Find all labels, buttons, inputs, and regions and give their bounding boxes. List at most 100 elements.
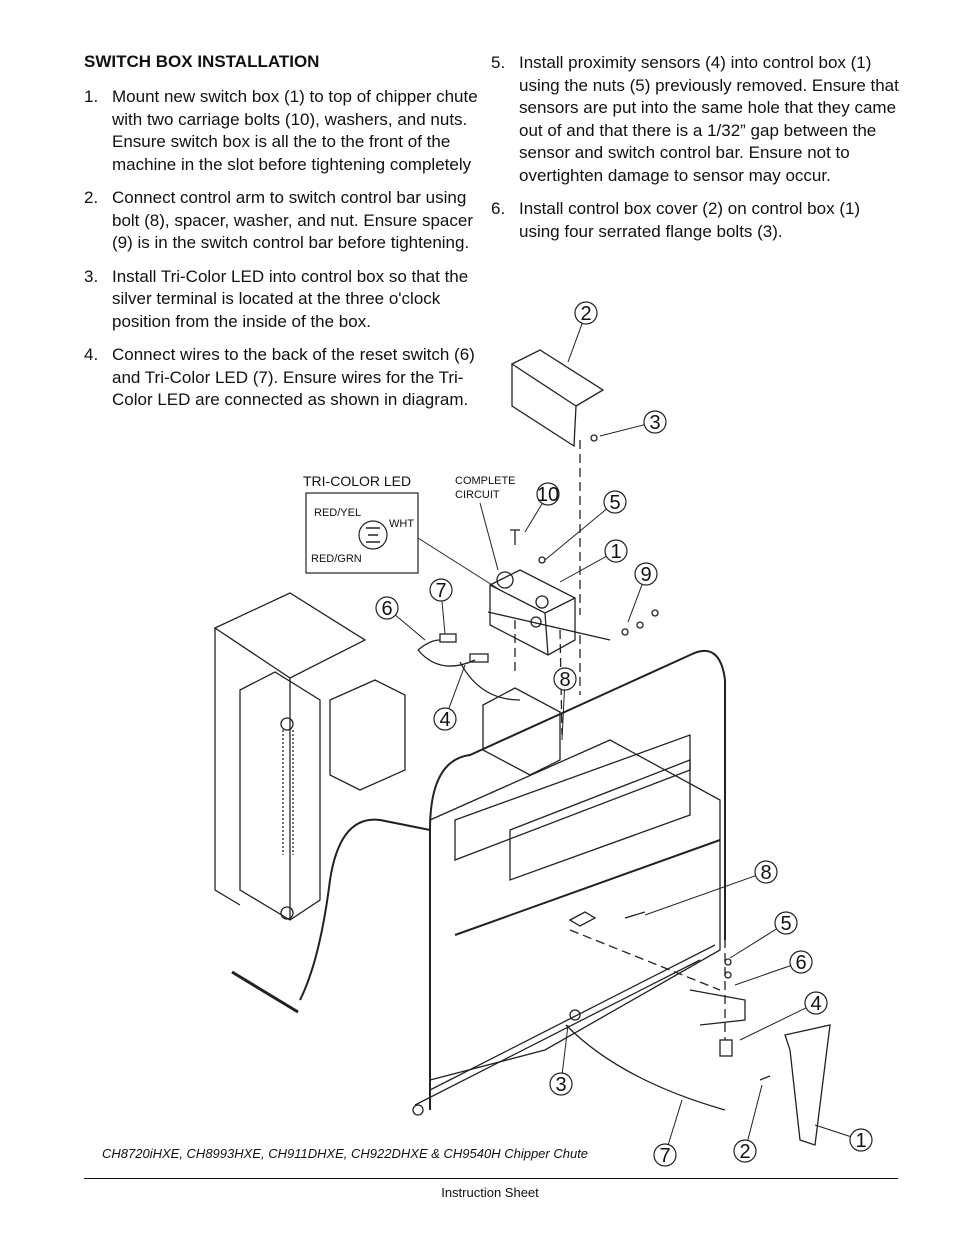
page-heading: SWITCH BOX INSTALLATION [84, 52, 320, 71]
callout-circle [574, 301, 598, 325]
callout-17: 2 [733, 1084, 763, 1163]
callout-circle [553, 667, 577, 691]
footer-label: Instruction Sheet [441, 1185, 539, 1200]
callout-number: 2 [739, 1141, 750, 1163]
footer-rule [84, 1178, 898, 1179]
nut [538, 556, 546, 564]
led-label-red-yel: RED/YEL [314, 507, 361, 519]
callout-9: 8 [553, 667, 577, 741]
callout-circle [549, 1072, 573, 1096]
callout-circle [733, 1139, 757, 1163]
complete-circuit-label: CIRCUIT [455, 489, 500, 501]
step-text: Install Tri-Color LED into control box s… [112, 266, 469, 331]
model-caption: CH8720iHXE, CH8993HXE, CH911DHXE, CH922D… [102, 1146, 589, 1161]
control-arm [784, 1024, 831, 1146]
callout-number: 6 [795, 952, 806, 974]
step-6: 6.Install control box cover (2) on contr… [491, 198, 903, 243]
callout-number: 6 [381, 598, 392, 620]
step-5: 5. Install proximity sensors (4) into con… [491, 52, 903, 187]
callout-leader [559, 555, 607, 583]
callout-number: 9 [640, 564, 651, 586]
callout-12: 5 [729, 911, 798, 959]
callout-circle [375, 596, 399, 620]
callout-circle [536, 482, 560, 506]
callout-leader [524, 503, 543, 533]
callout-leader [561, 689, 565, 741]
bail-crossbar [454, 839, 721, 936]
callout-leader [814, 1124, 851, 1138]
nut-5 [724, 958, 732, 966]
callout-circle [433, 707, 457, 731]
callout-leader [747, 1084, 763, 1141]
step-4: 4.Connect wires to the back of the reset… [84, 344, 488, 412]
callout-number: 4 [439, 709, 450, 731]
callout-circle [653, 1143, 677, 1167]
step-number: 4. [84, 345, 99, 364]
callout-number: 7 [435, 580, 446, 602]
cover-edge [575, 389, 604, 407]
step-text: Install control box cover (2) on control… [519, 199, 861, 241]
callout-10: 4 [433, 664, 466, 731]
switch-box-edges [489, 584, 576, 656]
callout-number: 10 [537, 484, 559, 506]
callout-number: 4 [810, 993, 821, 1015]
callout-leader [734, 965, 791, 986]
callout-leader [448, 664, 466, 709]
bail-bar-right [429, 649, 726, 940]
callout-circle [604, 539, 628, 563]
callout-3: 10 [524, 482, 560, 533]
hinge-bolt [569, 1009, 581, 1021]
callout-circle [634, 562, 658, 586]
callout-18: 7 [653, 1099, 683, 1167]
led-label-red-grn: RED/GRN [311, 553, 362, 565]
callout-5: 1 [559, 539, 628, 583]
callout-16: 1 [814, 1124, 873, 1152]
callout-circle [804, 991, 828, 1015]
washer [621, 628, 629, 636]
callout-leader [395, 614, 426, 641]
callout-leader [561, 1024, 569, 1074]
step-2: 2.Connect control arm to switch control … [84, 187, 488, 255]
led-inset-frame [305, 492, 419, 574]
callout-1: 2 [567, 301, 598, 363]
cover-side [511, 364, 577, 448]
step-number: 5. [491, 53, 506, 72]
diagram-artwork [213, 349, 831, 1146]
connector [439, 633, 457, 643]
callout-circle [643, 410, 667, 434]
callout-number: 7 [659, 1145, 670, 1167]
housing-top [213, 592, 367, 679]
callout-circle [429, 578, 453, 602]
sensor-hole [535, 595, 549, 609]
callout-leader [644, 875, 756, 916]
led-label-wht: WHT [389, 518, 414, 530]
callout-13: 6 [734, 950, 813, 986]
spring-eyelet [280, 717, 294, 731]
callout-leader [599, 424, 645, 437]
callout-leader [567, 323, 583, 363]
led-terminals [366, 527, 380, 543]
assembly-line [569, 929, 721, 991]
led-symbol [358, 520, 388, 550]
callout-leader [729, 928, 777, 959]
hinge-rod [414, 944, 716, 1106]
step-text: Install proximity sensors (4) into contr… [519, 53, 899, 185]
led-leader-line [417, 537, 501, 591]
side-switch-box [329, 679, 406, 791]
step-3: 3.Install Tri-Color LED into control box… [84, 266, 488, 334]
callout-number: 1 [610, 541, 621, 563]
side-plate [239, 671, 321, 921]
reset-switch [496, 571, 514, 589]
step-text: Mount new switch box (1) to top of chipp… [112, 87, 478, 174]
connector [469, 653, 489, 663]
sensor-cable [565, 1024, 726, 1111]
callout-circle [754, 860, 778, 884]
washer-6 [724, 971, 732, 979]
callout-6: 9 [627, 562, 658, 623]
callout-number: 5 [780, 913, 791, 935]
chute-body [429, 739, 721, 1081]
washer [636, 621, 644, 629]
callout-number: 5 [609, 492, 620, 514]
callout-7: 7 [429, 578, 453, 635]
